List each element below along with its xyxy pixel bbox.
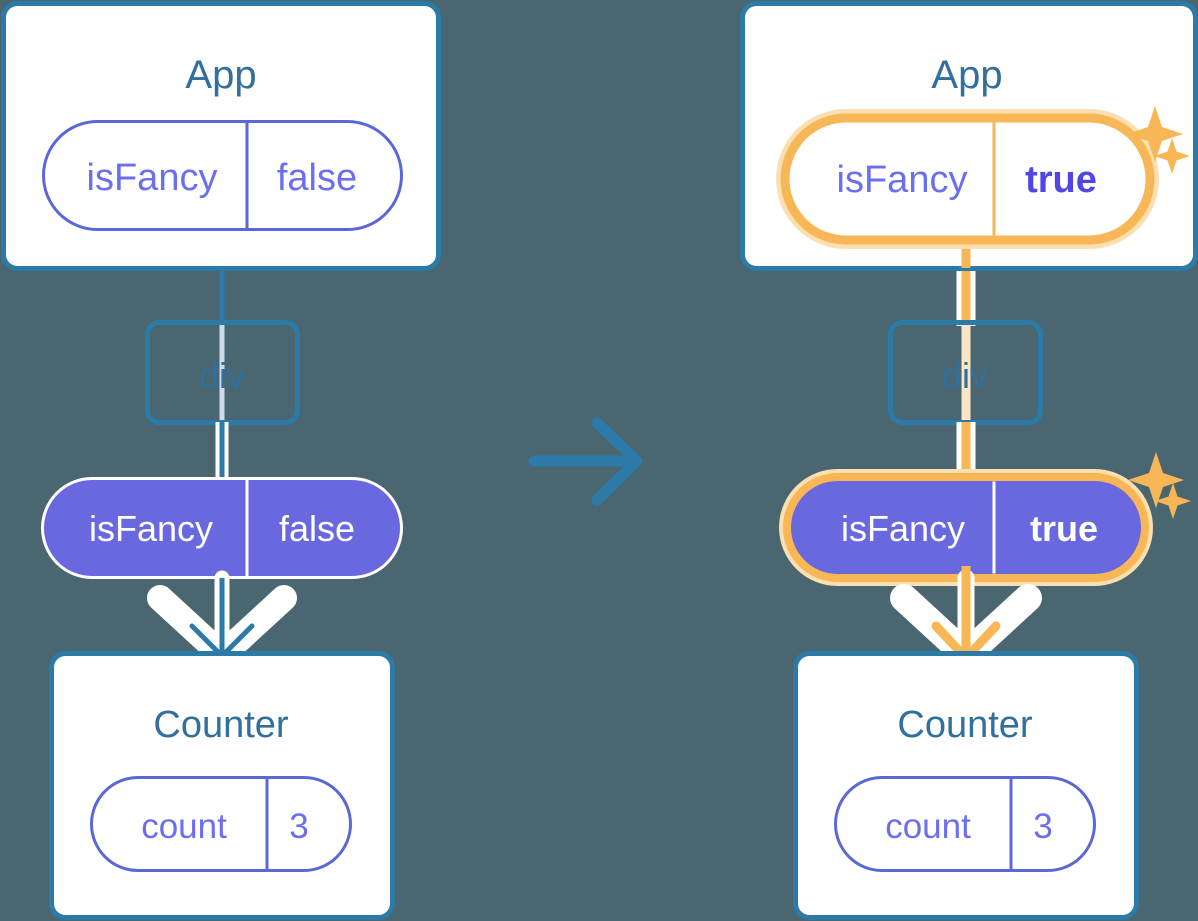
app-state-pill-after-ring xyxy=(780,113,1155,245)
prop-value-before: false xyxy=(279,508,355,549)
app-state-pill-after[interactable]: isFancy true xyxy=(776,109,1159,249)
counter-state-pill-after: count 3 xyxy=(834,776,1096,872)
sparkle-icon-app-small xyxy=(1154,138,1190,174)
arrow-right-icon xyxy=(528,417,643,506)
counter-state-name-after: count xyxy=(885,807,971,846)
app-title-before: App xyxy=(185,53,256,97)
app-state-name-before: isFancy xyxy=(87,157,218,199)
prop-name-before: isFancy xyxy=(89,508,213,549)
prop-pill-after[interactable]: isFancy true xyxy=(779,469,1153,586)
counter-title-before: Counter xyxy=(153,704,289,746)
div-label-before: div xyxy=(199,355,245,396)
app-box-after-border xyxy=(740,1,1198,271)
sparkle-icon-app-large xyxy=(1127,106,1183,162)
prop-pill-before: isFancy false xyxy=(41,477,403,579)
counter-state-value-after: 3 xyxy=(1033,807,1052,846)
div-label-after: div xyxy=(942,355,988,396)
counter-state-pill-before: count 3 xyxy=(90,776,352,872)
counter-title-after: Counter xyxy=(897,704,1033,746)
counter-state-name-before: count xyxy=(141,807,227,846)
app-state-value-after: true xyxy=(1025,159,1097,201)
app-state-name-after: isFancy xyxy=(837,159,968,201)
arrow-prop-to-counter-before xyxy=(147,570,297,668)
counter-state-value-before: 3 xyxy=(289,807,308,846)
prop-value-after: true xyxy=(1030,508,1098,549)
app-title-after: App xyxy=(931,53,1002,97)
sparkle-icon-prop-large xyxy=(1128,452,1184,508)
prop-name-after: isFancy xyxy=(841,508,965,549)
app-state-pill-before: isFancy false xyxy=(42,120,403,231)
sparkle-icon-prop-small xyxy=(1155,483,1191,519)
app-state-value-before: false xyxy=(277,157,357,199)
